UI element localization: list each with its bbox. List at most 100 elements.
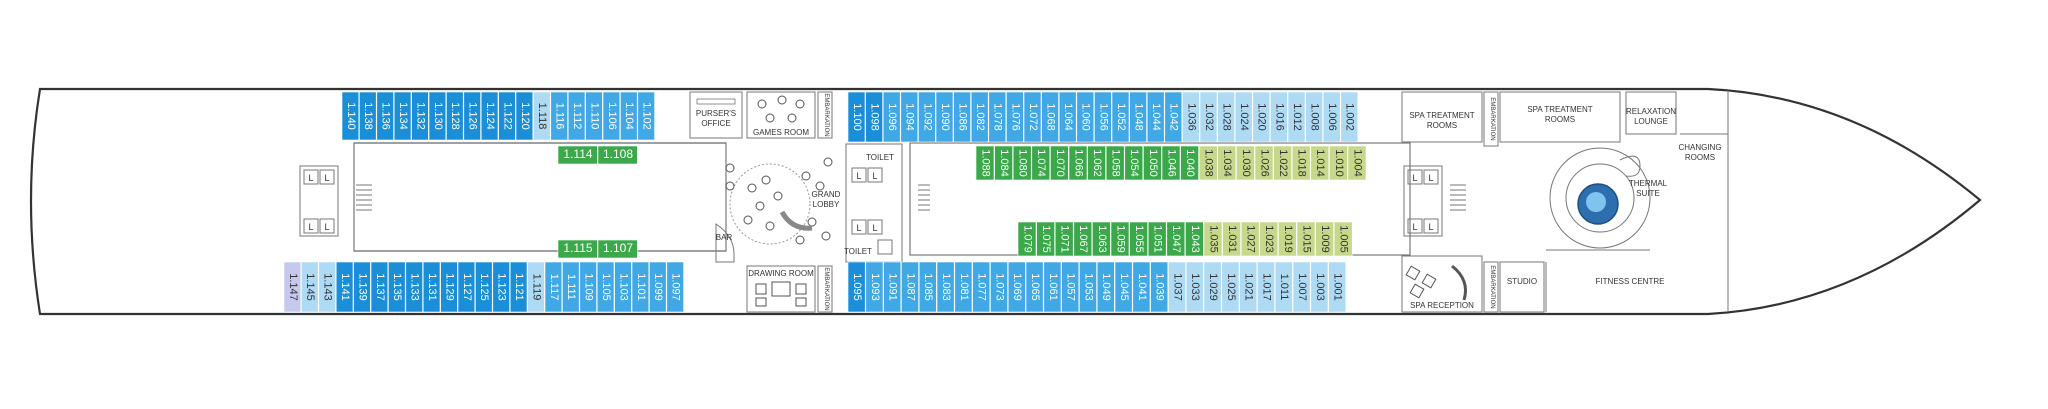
cabin-cell [492,261,510,313]
cabin-number: 1.023 [1263,225,1275,253]
cabin-number: 1.098 [868,103,880,131]
cabin-number: 1.021 [1243,273,1255,301]
cabin-number: 1.120 [519,102,531,130]
cabin-cell [1259,221,1279,257]
cabin-number: 1.126 [467,102,479,130]
cabin-number: 1.053 [1082,273,1094,301]
cabin-cell [1198,145,1218,181]
cabin-number: 1.029 [1207,273,1219,301]
cabin-cell [1168,261,1186,313]
cabin-number: 1.014 [1314,149,1326,177]
cabin-number: 1.003 [1314,273,1326,301]
cabin-cell [954,261,973,313]
cabin-cell [1217,145,1237,181]
cabin-number: 1.119 [530,274,542,301]
cabin-number: 1.092 [921,103,933,131]
cabin-number: 1.057 [1065,273,1077,301]
cabin-cell [1043,261,1062,313]
cabin-number: 1.035 [1207,225,1219,253]
cabin-cell [557,239,598,259]
cabin-cell [318,261,336,313]
cabin-number: 1.016 [1273,103,1285,131]
cabin-number: 1.046 [1165,149,1177,177]
cabin-number: 1.044 [1150,103,1162,131]
cabin-cell [988,91,1007,143]
spa-reception-furniture [1405,264,1467,301]
cabin-number: 1.081 [958,273,970,301]
cabin-number: 1.101 [635,273,647,301]
thermal-suite-inner [1565,163,1635,233]
cabin-cell [550,91,568,141]
cabin-cell [1114,261,1133,313]
aft-corridor [353,142,727,252]
cabin-cell [1143,145,1162,181]
cabin-cell [1096,261,1115,313]
cabin-cell [1252,91,1271,143]
cabin-cell [1203,221,1223,257]
cabin-cell [480,91,499,141]
cabin-number: 1.048 [1132,103,1144,131]
cabin-cell [359,91,377,141]
cabin-cell [1347,145,1367,181]
cabin-number: 1.052 [1115,103,1127,131]
cabin-number: 1.123 [496,273,508,301]
cabin-number: 1.026 [1258,149,1270,177]
embarkation-label: EMBARKATION [823,93,829,136]
cabin-number: 1.006 [1326,103,1338,131]
cabin-number: 1.068 [1044,103,1056,131]
cabin-number: 1.095 [851,273,863,301]
cabin-number: 1.065 [1029,273,1041,301]
cabin-number: 1.094 [904,103,916,131]
cabin-cell [393,91,412,141]
cabin-cell [1050,145,1069,181]
cabin-cell [1094,91,1112,143]
cabin-cell [1240,221,1260,257]
cabin-cell [1079,261,1097,313]
cabin-number: 1.034 [1221,149,1233,177]
cabin-cell [1054,221,1074,257]
cabin-number: 1.110 [588,103,600,130]
cabin-number: 1.132 [414,102,426,130]
cabin-number: 1.070 [1054,149,1066,177]
cabin-number: 1.056 [1097,103,1109,131]
cabin-cell [301,261,319,313]
cabin-cell [1180,145,1199,181]
cabin-cell [463,91,481,141]
cabin-cell [1164,91,1183,143]
cabin-cell [1287,91,1306,143]
cabin-cell [376,91,394,141]
cabin-cell [918,261,937,313]
lift-label: L [324,222,329,232]
cabin-number: 1.096 [886,103,898,131]
cabin-cell [602,91,621,141]
cabin-cell [1124,145,1144,181]
cabin-cell [666,261,684,313]
games-room [746,91,816,139]
cabin-cell [972,261,991,313]
cabin-number: 1.059 [1114,225,1126,253]
cabin-number: 1.128 [449,102,461,130]
cabin-cell [847,261,866,313]
cabin-number: 1.100 [851,103,863,131]
cabin-cell [1025,261,1044,313]
cabin-number: 1.027 [1245,225,1257,253]
cabin-number: 1.131 [426,273,438,301]
lift-label: L [872,223,877,233]
cabin-number: 1.085 [922,273,934,301]
studio-label: STUDIO [1507,277,1537,286]
cabin-number: 1.051 [1152,225,1164,253]
cabin-cell [1031,145,1051,181]
cabin-number: 1.116 [554,103,566,130]
cabin-cell [1278,221,1297,257]
cabin-number: 1.076 [1009,103,1021,131]
cabin-cell [353,261,371,313]
cabin-number: 1.058 [1110,149,1122,177]
toilet-bottom-label: TOILET [844,247,872,256]
cabin-cell [1315,221,1334,257]
cabin-number: 1.074 [1035,149,1047,177]
cabin-number: 1.136 [380,102,392,130]
